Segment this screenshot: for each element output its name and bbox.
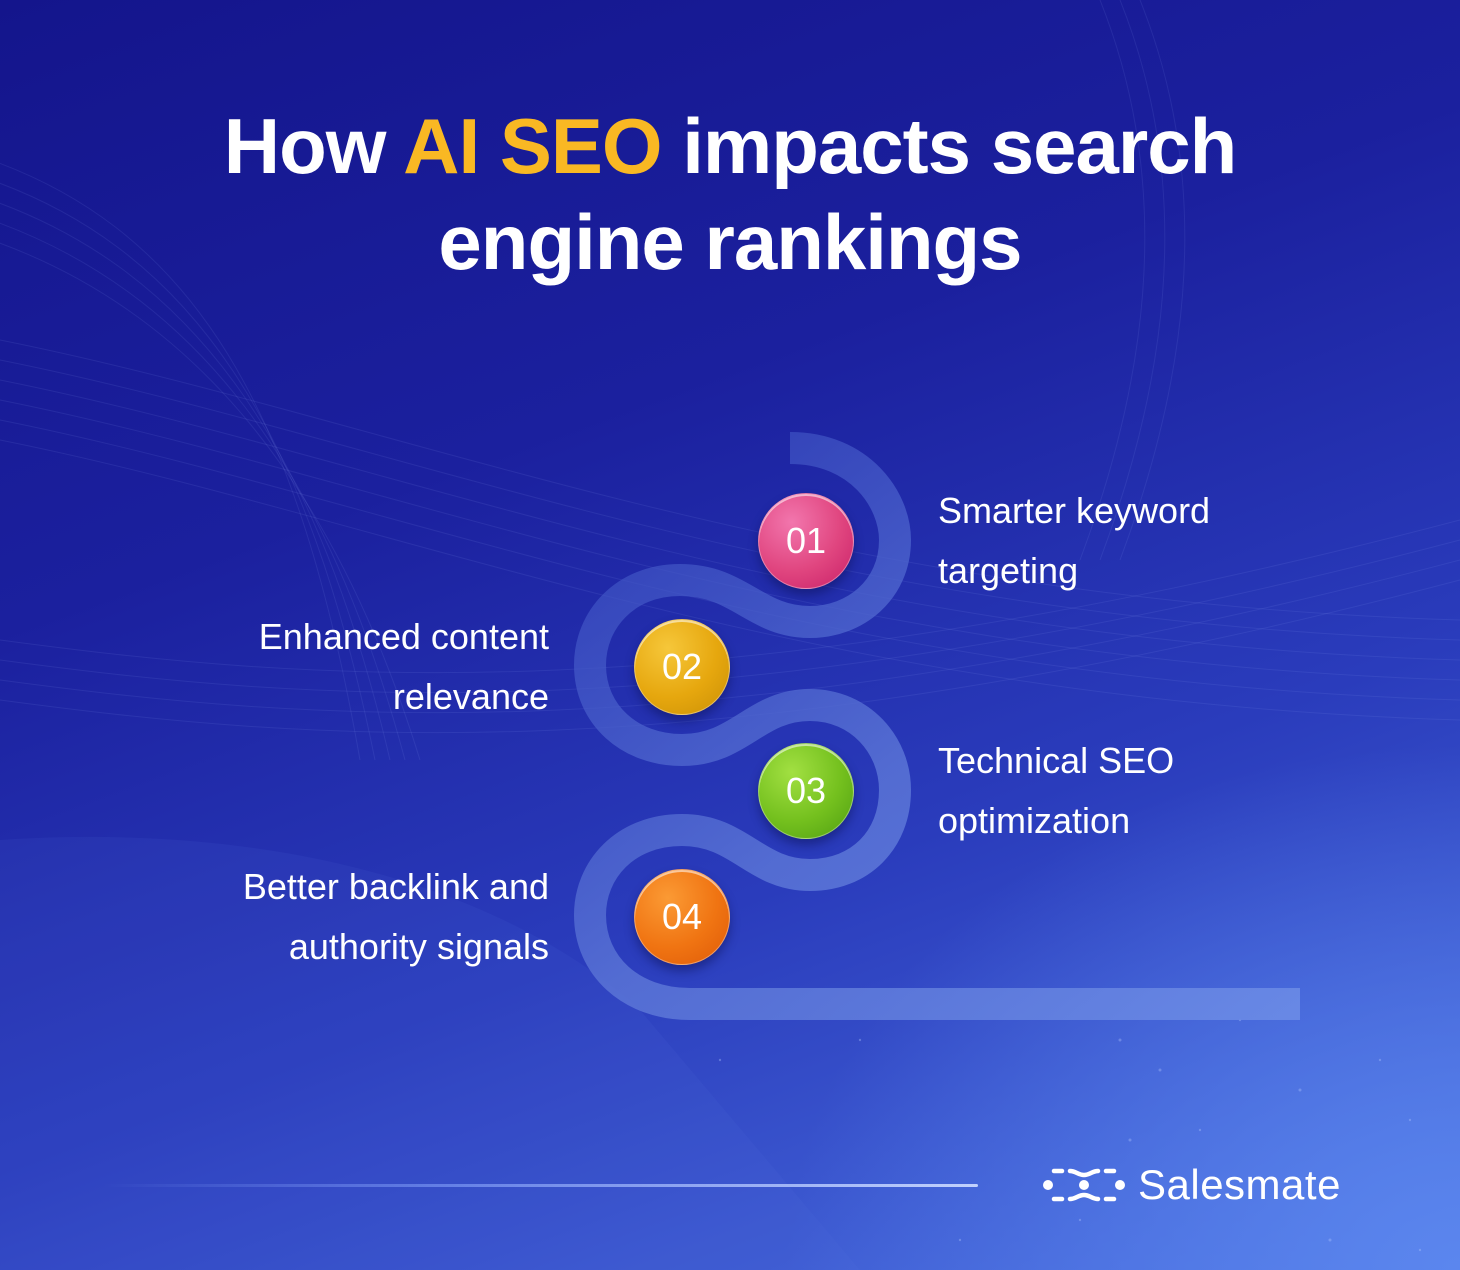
- title-prefix: How: [223, 102, 404, 190]
- step-label-03: Technical SEO optimization: [938, 731, 1174, 851]
- step-label-04: Better backlink and authority signals: [243, 857, 549, 977]
- step-badge-01: 01: [758, 493, 854, 589]
- step-label-line: targeting: [938, 550, 1079, 591]
- page-title: How AI SEO impacts search engine ranking…: [0, 98, 1460, 290]
- step-label-02: Enhanced content relevance: [259, 607, 549, 727]
- step-label-01: Smarter keyword targeting: [938, 481, 1210, 601]
- footer-divider: [104, 1184, 978, 1187]
- step-label-line: Technical SEO: [938, 740, 1175, 781]
- step-label-line: authority signals: [288, 926, 549, 967]
- step-badge-02: 02: [634, 619, 730, 715]
- title-line-1: How AI SEO impacts search: [0, 98, 1460, 194]
- step-label-line: Smarter keyword: [938, 490, 1211, 531]
- step-label-line: Enhanced content: [258, 616, 549, 657]
- step-label-line: relevance: [392, 676, 549, 717]
- step-label-line: Better backlink and: [242, 866, 549, 907]
- step-number: 04: [661, 896, 703, 937]
- title-suffix: impacts search: [661, 102, 1237, 190]
- step-badge-03: 03: [758, 743, 854, 839]
- step-number: 01: [785, 520, 827, 561]
- step-label-line: optimization: [938, 800, 1131, 841]
- step-badge-04: 04: [634, 869, 730, 965]
- step-number: 03: [785, 770, 827, 811]
- step-number: 02: [661, 646, 703, 687]
- title-accent: AI SEO: [403, 102, 662, 190]
- brand-logo: Salesmate: [1042, 1160, 1341, 1210]
- title-line-2: engine rankings: [438, 198, 1022, 286]
- salesmate-logo-icon: [1043, 1168, 1125, 1202]
- brand-name: Salesmate: [1138, 1161, 1341, 1208]
